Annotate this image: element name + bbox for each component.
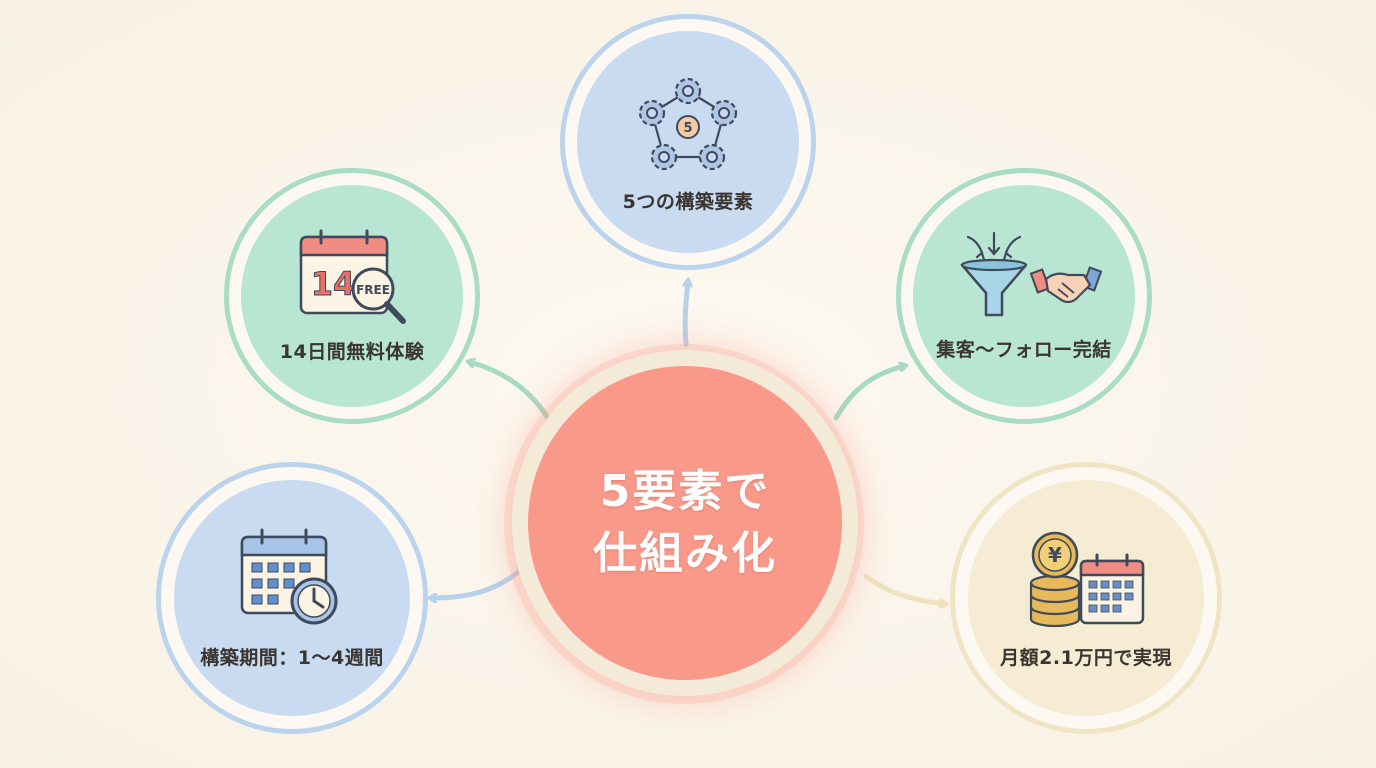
calendar-clock-icon xyxy=(240,528,338,624)
gears-network-icon: 5 xyxy=(638,77,738,170)
node-right-top: 集客〜フォロー完結 xyxy=(896,168,1152,424)
arrow-to-right-bottom xyxy=(863,573,944,604)
center-ring: 5要素で 仕組み化 xyxy=(512,350,858,696)
node-left-bottom-label: 構築期間：1〜4週間 xyxy=(200,646,384,669)
node-right-bottom: ¥ 月額2.1万円で実現 xyxy=(950,462,1222,734)
yen-symbol: ¥ xyxy=(1048,543,1062,567)
center-title-line2: 仕組み化 xyxy=(593,528,777,579)
calendar-free-trial-icon: 14 FREE xyxy=(299,229,406,324)
free-badge: FREE xyxy=(356,283,390,297)
yen-coins-calendar-icon: ¥ xyxy=(1029,531,1145,627)
node-left-bottom: 構築期間：1〜4週間 xyxy=(156,462,428,734)
node-right-bottom-label: 月額2.1万円で実現 xyxy=(1000,646,1172,669)
node-top: 5 5つの構築要素 xyxy=(560,14,816,270)
node-top-label: 5つの構築要素 xyxy=(622,190,754,213)
arrow-to-left-bottom xyxy=(432,569,521,598)
arrow-to-right-top xyxy=(833,366,904,421)
funnel-handshake-icon xyxy=(960,231,1103,316)
calendar-number: 14 xyxy=(311,265,356,303)
center-title-line1: 5要素で xyxy=(599,466,771,517)
gears-badge: 5 xyxy=(683,121,692,136)
node-left-top-label: 14日間無料体験 xyxy=(279,340,425,363)
arrow-to-top xyxy=(685,282,688,347)
node-right-top-label: 集客〜フォロー完結 xyxy=(936,338,1112,361)
arrow-to-left-top xyxy=(470,362,551,421)
node-left-top: 14 FREE 14日間無料体験 xyxy=(224,168,480,424)
